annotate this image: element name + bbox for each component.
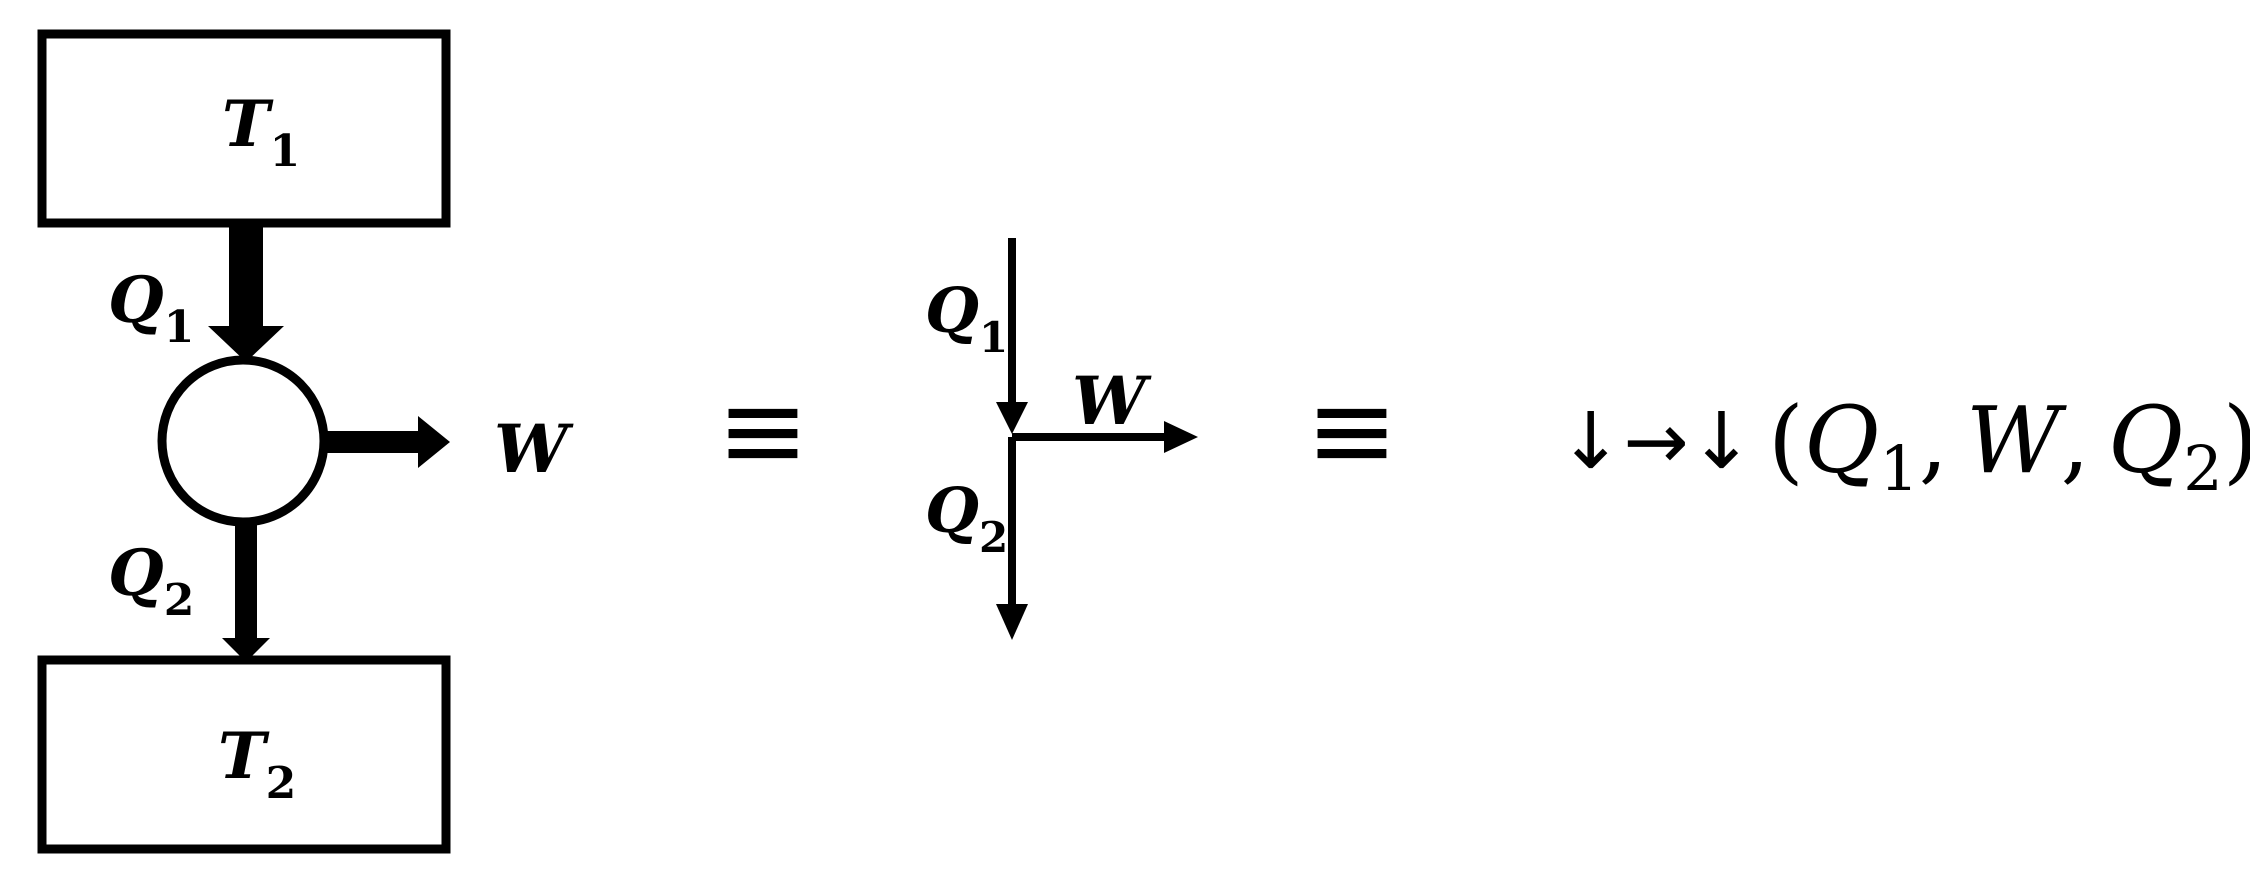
- engine-circle: [157, 355, 329, 527]
- heat-in-subscript: 1: [164, 302, 195, 353]
- mid-heat-in-label: Q1: [925, 274, 1008, 362]
- heat-in-label: Q1: [108, 263, 194, 353]
- tuple-w: W: [1966, 387, 2067, 494]
- cold-reservoir-box: [37, 655, 451, 854]
- tuple-q1: Q: [1804, 387, 1879, 494]
- tuple-q1-subscript: 1: [1879, 432, 1918, 505]
- symbolic-expression: ↓→↓ (Q1,W,Q2): [1558, 387, 2250, 505]
- work-line-head: [1164, 421, 1198, 453]
- heat-in-arrow-shaft: [229, 223, 263, 328]
- tuple-open: (: [1768, 387, 1804, 494]
- heat-out-label: Q2: [108, 536, 194, 626]
- cold-reservoir-subscript: 2: [266, 758, 297, 809]
- heat-out-arrow-shaft: [235, 522, 257, 644]
- mid-heat-out-subscript: 2: [979, 513, 1008, 562]
- heat-out-line-head: [996, 604, 1028, 640]
- equivalence-symbol-1: ≡: [717, 366, 809, 494]
- arrow-sequence: ↓→↓: [1558, 397, 1754, 487]
- equivalence-symbol-2: ≡: [1306, 366, 1398, 494]
- arrow-diagram: Q1 W Q2: [925, 238, 1198, 640]
- work-arrow-head: [418, 416, 450, 468]
- tuple-close: ): [2223, 387, 2250, 494]
- heat-in-line-head: [996, 402, 1028, 434]
- tuple-comma-1: ,: [1919, 387, 1948, 494]
- tuple-expression: (Q1,W,Q2): [1768, 387, 2250, 505]
- heat-engine-schematic: T1 Q1 W Q2 T2: [37, 29, 574, 854]
- mid-heat-in-subscript: 1: [979, 313, 1008, 362]
- mid-work-label: W: [1072, 362, 1152, 440]
- hot-reservoir-subscript: 1: [270, 126, 301, 177]
- tuple-q2-subscript: 2: [2183, 432, 2222, 505]
- mid-heat-out-label: Q2: [925, 474, 1008, 562]
- work-label: W: [494, 410, 574, 488]
- heat-out-subscript: 2: [164, 575, 195, 626]
- tuple-q2: Q: [2108, 387, 2183, 494]
- hot-reservoir-label: T1: [222, 87, 300, 177]
- cold-reservoir-label: T2: [218, 719, 296, 809]
- heat-out-arrow-head: [222, 638, 270, 662]
- work-arrow-shaft: [322, 431, 420, 453]
- tuple-comma-2: ,: [2061, 387, 2090, 494]
- heat-in-arrow-head: [208, 326, 284, 362]
